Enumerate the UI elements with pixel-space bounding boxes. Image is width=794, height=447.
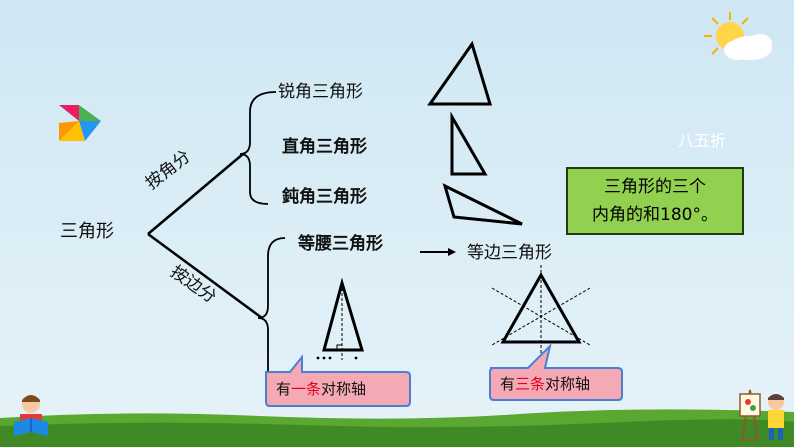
callout-isosceles-highlight: 一条 bbox=[291, 380, 322, 398]
angle-brace bbox=[239, 91, 277, 205]
isosceles-triangle-label: 等腰三角形 bbox=[298, 234, 383, 254]
callout-equilateral-text: 有三条对称轴 bbox=[500, 375, 590, 393]
fact-line-1: 三角形的三个 bbox=[604, 177, 706, 197]
right-triangle-label: 直角三角形 bbox=[282, 137, 367, 157]
side-brace bbox=[257, 237, 286, 372]
equilateral-axis-3 bbox=[491, 287, 591, 346]
sun-cloud-icon bbox=[704, 12, 772, 60]
root-label: 三角形 bbox=[60, 221, 114, 242]
obtuse-triangle-label: 鈍角三角形 bbox=[282, 187, 367, 207]
callout-isosceles-prefix: 有 bbox=[276, 380, 292, 398]
acute-triangle-label: 锐角三角形 bbox=[278, 82, 363, 102]
colored-triangles-icon bbox=[59, 105, 101, 141]
isosceles-triangle bbox=[322, 277, 365, 352]
callout-equilateral-prefix: 有 bbox=[500, 375, 516, 393]
child-reading-icon bbox=[14, 395, 48, 436]
right-triangle bbox=[450, 111, 488, 176]
arrow-head-icon bbox=[448, 248, 456, 256]
watermark-text: 八五折 bbox=[678, 131, 727, 150]
angle-sum-fact-box: 三角形的三个 内角的和180°。 bbox=[566, 167, 744, 235]
callout-isosceles-text: 有一条对称轴 bbox=[276, 380, 366, 398]
right-angle-mark bbox=[336, 344, 342, 350]
callout-equilateral-bubble bbox=[489, 342, 623, 401]
callout-isosceles-suffix: 对称轴 bbox=[321, 380, 367, 398]
obtuse-triangle bbox=[442, 183, 523, 226]
angle-branch-line bbox=[147, 153, 244, 235]
side-branch-line bbox=[147, 232, 263, 320]
callout-equilateral-suffix: 对称轴 bbox=[545, 375, 591, 393]
painter-easel-icon bbox=[739, 389, 784, 441]
callout-isosceles-bubble bbox=[265, 354, 411, 407]
equilateral-triangle-label: 等边三角形 bbox=[467, 243, 552, 263]
callout-equilateral-highlight: 三条 bbox=[515, 375, 546, 393]
fact-line-2: 内角的和180°。 bbox=[592, 205, 718, 225]
acute-triangle bbox=[427, 40, 493, 106]
